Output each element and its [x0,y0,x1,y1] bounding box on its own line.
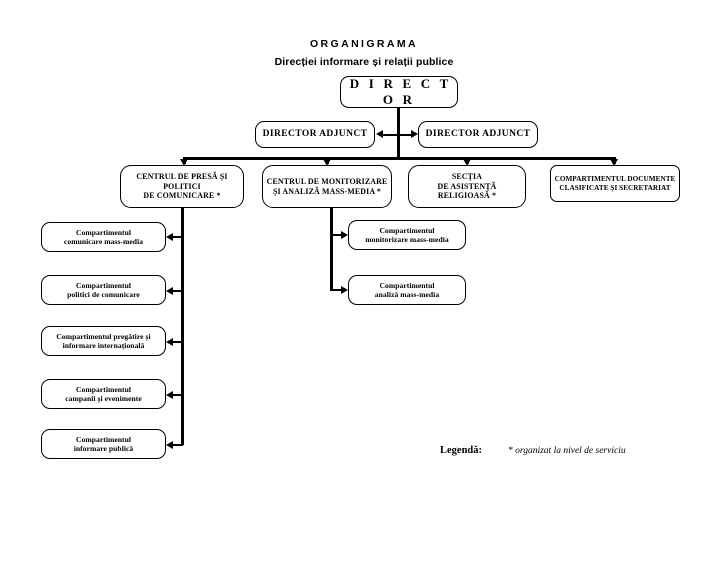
node-press-child-4-label: Compartimentul informare publică [73,434,134,453]
node-dept-documents[interactable]: COMPARTIMENTUL DOCUMENTE CLASIFICATE ȘI … [550,165,680,202]
node-director-label: D I R E C T O R [349,76,452,107]
node-monitoring-child-0[interactable]: Compartimentul monitorizare mass-media [348,220,466,250]
branch-monitoring-1 [330,234,342,237]
branch-press-5 [172,444,183,447]
node-dept-press-label: CENTRUL DE PRESĂ ȘI POLITICI DE COMUNICA… [136,172,228,201]
node-dept-press[interactable]: CENTRUL DE PRESĂ ȘI POLITICI DE COMUNICA… [120,165,244,208]
node-press-child-2-label: Compartimentul pregătire și informare in… [56,331,151,350]
node-press-child-2[interactable]: Compartimentul pregătire și informare in… [41,326,166,356]
arrow-left-press-1 [166,232,173,241]
node-press-child-1[interactable]: Compartimentul politici de comunicare [41,275,166,305]
branch-press-4 [172,394,183,397]
arrow-down-monitoring [322,159,331,166]
legend-label: Legendă: [440,445,482,456]
arrow-left-press-2 [166,286,173,295]
trunk-press-vertical [181,208,184,445]
node-press-child-3[interactable]: Compartimentul campanii și evenimente [41,379,166,409]
node-director[interactable]: D I R E C T O R [340,76,458,108]
arrow-right-monitoring-1 [341,230,348,239]
node-monitoring-child-0-label: Compartimentul monitorizare mass-media [365,225,449,244]
node-press-child-1-label: Compartimentul politici de comunicare [67,280,140,299]
node-monitoring-child-1-label: Compartimentul analiză mass-media [374,280,440,299]
node-press-child-0-label: Compartimentul comunicare mass-media [63,227,144,246]
link-adjuncts-horizontal [381,133,412,136]
arrow-left-press-4 [166,390,173,399]
trunk-monitoring-vertical [330,208,333,291]
node-monitoring-child-1[interactable]: Compartimentul analiză mass-media [348,275,466,305]
node-press-child-4[interactable]: Compartimentul informare publică [41,429,166,459]
node-dept-monitoring[interactable]: CENTRUL DE MONITORIZARE ȘI ANALIZĂ MASS-… [262,165,392,208]
node-director-adjunct-right-label: DIRECTOR ADJUNCT [425,128,531,139]
node-director-adjunct-left-label: DIRECTOR ADJUNCT [262,128,368,139]
bus-departments-horizontal [183,157,616,160]
chart-title: ORGANIGRAMA [309,38,419,50]
node-dept-religious-label: SECȚIA DE ASISTENȚĂ RELIGIOASĂ * [437,172,497,201]
legend-text: * organizat la nivel de serviciu [508,446,626,456]
branch-monitoring-2 [330,289,342,292]
arrow-adjunct-left-head [376,130,383,138]
node-press-child-0[interactable]: Compartimentul comunicare mass-media [41,222,166,252]
spine-director-vertical [397,108,400,158]
arrow-right-monitoring-2 [341,285,348,294]
arrow-left-press-5 [166,440,173,449]
arrow-left-press-3 [166,337,173,346]
node-press-child-3-label: Compartimentul campanii și evenimente [65,384,142,403]
node-dept-monitoring-label: CENTRUL DE MONITORIZARE ȘI ANALIZĂ MASS-… [266,176,388,196]
chart-subtitle: Direcției informare și relații publice [274,56,454,68]
node-dept-religious[interactable]: SECȚIA DE ASISTENȚĂ RELIGIOASĂ * [408,165,526,208]
branch-press-2 [172,290,183,293]
node-director-adjunct-left[interactable]: DIRECTOR ADJUNCT [255,121,375,148]
arrow-down-press [179,159,188,166]
arrow-down-religious [462,159,471,166]
node-dept-documents-label: COMPARTIMENTUL DOCUMENTE CLASIFICATE ȘI … [554,174,676,192]
arrow-down-documents [610,159,619,166]
branch-press-1 [172,236,183,239]
node-director-adjunct-right[interactable]: DIRECTOR ADJUNCT [418,121,538,148]
branch-press-3 [172,341,183,344]
arrow-adjunct-right-head [411,130,418,138]
